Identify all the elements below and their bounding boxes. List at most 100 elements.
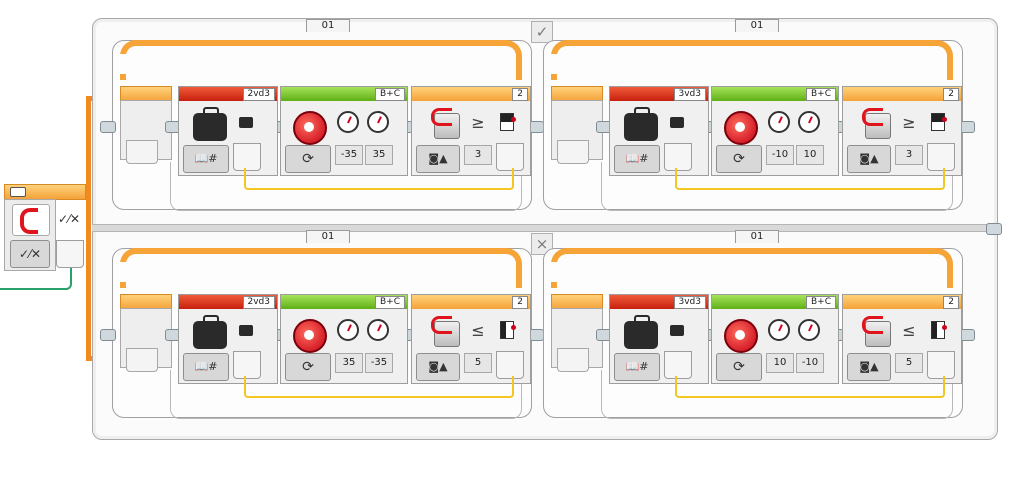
variable-mode-button[interactable]: 📖# [183, 353, 229, 381]
loop-notch [120, 54, 142, 74]
wait-mode-button[interactable]: ◙▲ [416, 353, 460, 381]
sensor-port-label[interactable]: 2 [943, 296, 959, 309]
wait-mode-button[interactable]: ◙▲ [847, 353, 891, 381]
speed-dial-icon-left [768, 319, 790, 341]
wait-mode-button[interactable]: ◙▲ [416, 145, 460, 173]
variable-name-label[interactable]: 2vd3 [242, 296, 275, 309]
move-mode-button[interactable]: ⟳ [285, 353, 331, 381]
switch-case-divider [92, 224, 996, 232]
color-sensor-icon [431, 316, 460, 347]
wait-output-plug[interactable] [927, 143, 955, 171]
variable-mode-button[interactable]: 📖# [614, 353, 660, 381]
wait-block-header [843, 295, 961, 309]
case-tab-bottom-left[interactable]: 01 [306, 230, 350, 243]
loop-foot-plug[interactable] [557, 140, 589, 164]
move-tank-block-1[interactable]: B+C ⟳ -35 35 [280, 86, 408, 176]
wait-output-plug[interactable] [927, 351, 955, 379]
power-value[interactable]: 10 [796, 145, 824, 165]
sensor-port-label[interactable]: 2 [943, 88, 959, 101]
loop-foot-plug[interactable] [557, 348, 589, 372]
switch-output-plug[interactable] [56, 240, 84, 268]
move-tank-block-2[interactable]: B+C ⟳ -10 10 [711, 86, 839, 176]
wait-output-plug[interactable] [496, 351, 524, 379]
move-mode-button[interactable]: ⟳ [716, 353, 762, 381]
steering-value[interactable]: 35 [335, 353, 363, 373]
loop-foot-plug[interactable] [126, 348, 158, 372]
data-wire-1 [244, 168, 514, 190]
switch-block[interactable]: ✓⁄✕ ✓⁄✕ [4, 184, 86, 272]
variable-block-2[interactable]: 3vd3 📖# [609, 86, 709, 176]
loop-foot-plug[interactable] [126, 140, 158, 164]
compare-operator[interactable]: ≥ [471, 113, 485, 132]
case-tab-top-right[interactable]: 01 [735, 19, 779, 32]
motor-icon [724, 319, 758, 353]
motor-icon [293, 111, 327, 145]
wait-sensor-block-1[interactable]: 2 ≥ ◙▲ 3 [411, 86, 531, 176]
variable-name-label[interactable]: 2vd3 [242, 88, 275, 101]
steering-value[interactable]: -35 [335, 145, 363, 165]
loop-notch [551, 54, 573, 74]
variable-block-3[interactable]: 2vd3 📖# [178, 294, 278, 384]
color-sensor-icon [431, 108, 460, 139]
variable-output-plug[interactable] [233, 143, 261, 171]
variable-mode-button[interactable]: 📖# [614, 145, 660, 173]
sensor-indicator-icon [500, 113, 516, 131]
move-mode-button[interactable]: ⟳ [716, 145, 762, 173]
small-briefcase-icon [670, 117, 684, 128]
loop-band [551, 248, 953, 288]
loop-band [120, 248, 522, 288]
wait-sensor-block-4[interactable]: 2 ≤ ◙▲ 5 [842, 294, 962, 384]
variable-output-plug[interactable] [664, 143, 692, 171]
briefcase-icon [624, 315, 658, 349]
wait-sensor-block-3[interactable]: 2 ≤ ◙▲ 5 [411, 294, 531, 384]
checkmark-icon[interactable]: ✓ [531, 21, 553, 43]
variable-block-4[interactable]: 3vd3 📖# [609, 294, 709, 384]
motor-ports-label[interactable]: B+C [806, 88, 836, 101]
power-value[interactable]: 35 [365, 145, 393, 165]
speed-dial-icon-right [798, 319, 820, 341]
threshold-value[interactable]: 5 [895, 353, 923, 373]
variable-block-1[interactable]: 2vd3 📖# [178, 86, 278, 176]
variable-mode-button[interactable]: 📖# [183, 145, 229, 173]
switch-loop-icon [12, 204, 50, 236]
steering-value[interactable]: 10 [766, 353, 794, 373]
compare-operator[interactable]: ≤ [902, 321, 916, 340]
case-tab-top-left[interactable]: 01 [306, 19, 350, 32]
flow-wire-green [0, 266, 72, 290]
loop-count-box [170, 370, 522, 419]
variable-output-plug[interactable] [233, 351, 261, 379]
motor-ports-label[interactable]: B+C [375, 88, 405, 101]
speed-dial-icon-right [367, 319, 389, 341]
loop-notch [120, 262, 142, 282]
case-tab-bottom-right[interactable]: 01 [735, 230, 779, 243]
red-loop-arrow-icon [20, 208, 38, 234]
move-tank-block-4[interactable]: B+C ⟳ 10 -10 [711, 294, 839, 384]
loop-count-box [170, 162, 522, 211]
motor-icon [724, 111, 758, 145]
switch-mode-glyph-right: ✓⁄✕ [57, 212, 81, 226]
motor-icon [293, 319, 327, 353]
loop-notch [551, 262, 573, 282]
threshold-value[interactable]: 5 [464, 353, 492, 373]
motor-ports-label[interactable]: B+C [375, 296, 405, 309]
compare-operator[interactable]: ≥ [902, 113, 916, 132]
threshold-value[interactable]: 3 [895, 145, 923, 165]
variable-name-label[interactable]: 3vd3 [673, 296, 706, 309]
move-mode-button[interactable]: ⟳ [285, 145, 331, 173]
briefcase-icon [624, 107, 658, 141]
variable-output-plug[interactable] [664, 351, 692, 379]
move-tank-block-3[interactable]: B+C ⟳ 35 -35 [280, 294, 408, 384]
power-value[interactable]: -10 [796, 353, 824, 373]
motor-ports-label[interactable]: B+C [806, 296, 836, 309]
steering-value[interactable]: -10 [766, 145, 794, 165]
threshold-value[interactable]: 3 [464, 145, 492, 165]
switch-mode-button[interactable]: ✓⁄✕ [10, 240, 50, 268]
variable-name-label[interactable]: 3vd3 [673, 88, 706, 101]
wait-sensor-block-2[interactable]: 2 ≥ ◙▲ 3 [842, 86, 962, 176]
wait-output-plug[interactable] [496, 143, 524, 171]
power-value[interactable]: -35 [365, 353, 393, 373]
sensor-port-label[interactable]: 2 [512, 88, 528, 101]
compare-operator[interactable]: ≤ [471, 321, 485, 340]
sensor-port-label[interactable]: 2 [512, 296, 528, 309]
wait-mode-button[interactable]: ◙▲ [847, 145, 891, 173]
